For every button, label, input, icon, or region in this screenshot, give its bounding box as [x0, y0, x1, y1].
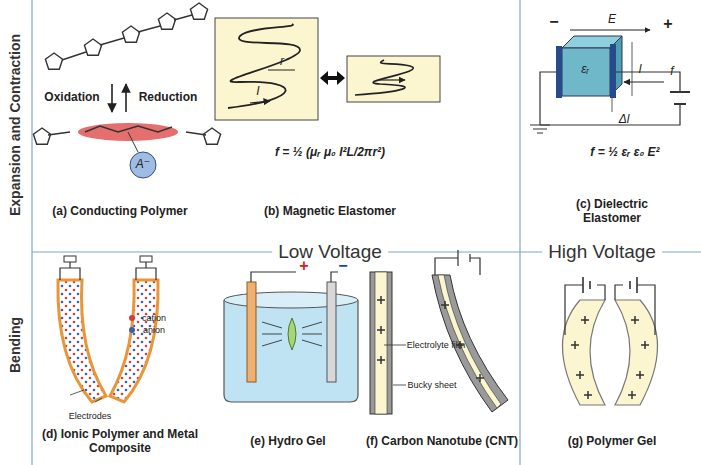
legend-text: anion — [143, 325, 165, 335]
panel-caption: (e) Hydro Gel — [250, 435, 325, 449]
voltage-heading: High Voltage — [542, 241, 662, 263]
panel-caption: (g) Polymer Gel — [568, 435, 657, 449]
panel-caption: (b) Magnetic Elastomer — [264, 205, 396, 219]
row-heading: Expansion and Contraction — [7, 34, 23, 216]
length-label: l — [639, 63, 642, 77]
legend-text: cation — [142, 313, 166, 323]
electrode-label: Electrodes — [69, 411, 112, 421]
panel-caption: (a) Conducting Polymer — [52, 205, 187, 219]
panel-caption: (d) Ionic Polymer and Metal Composite — [20, 428, 220, 456]
current-label: I — [256, 85, 259, 99]
panel-caption: (c) Dielectric Elastomer — [568, 198, 657, 226]
radius-label: r — [280, 55, 284, 69]
force-label: f — [670, 65, 673, 79]
terminal-sign: − — [549, 13, 558, 31]
voltage-heading: Low Voltage — [272, 241, 388, 263]
force-formula: f = ½ (μᵣ μ₀ I²L/2πr²) — [275, 146, 385, 160]
row-heading: Bending — [7, 317, 23, 373]
anion-symbol: A⁻ — [136, 158, 150, 172]
terminal-sign: + — [299, 257, 308, 275]
strain-label: Δl — [619, 113, 630, 127]
reaction-label: Oxidation — [44, 91, 99, 105]
force-formula: f = ½ εᵣ ε₀ E² — [590, 146, 659, 160]
permittivity-label: εᵣ — [581, 63, 589, 77]
layer-label: Electrolyte film — [407, 340, 466, 350]
terminal-sign: + — [663, 15, 672, 33]
panel-caption: (f) Carbon Nanotube (CNT) — [366, 435, 518, 449]
field-label: E — [608, 13, 616, 27]
terminal-sign: − — [338, 257, 347, 275]
layer-label: Bucky sheet — [407, 380, 456, 390]
reaction-label: Reduction — [139, 91, 198, 105]
